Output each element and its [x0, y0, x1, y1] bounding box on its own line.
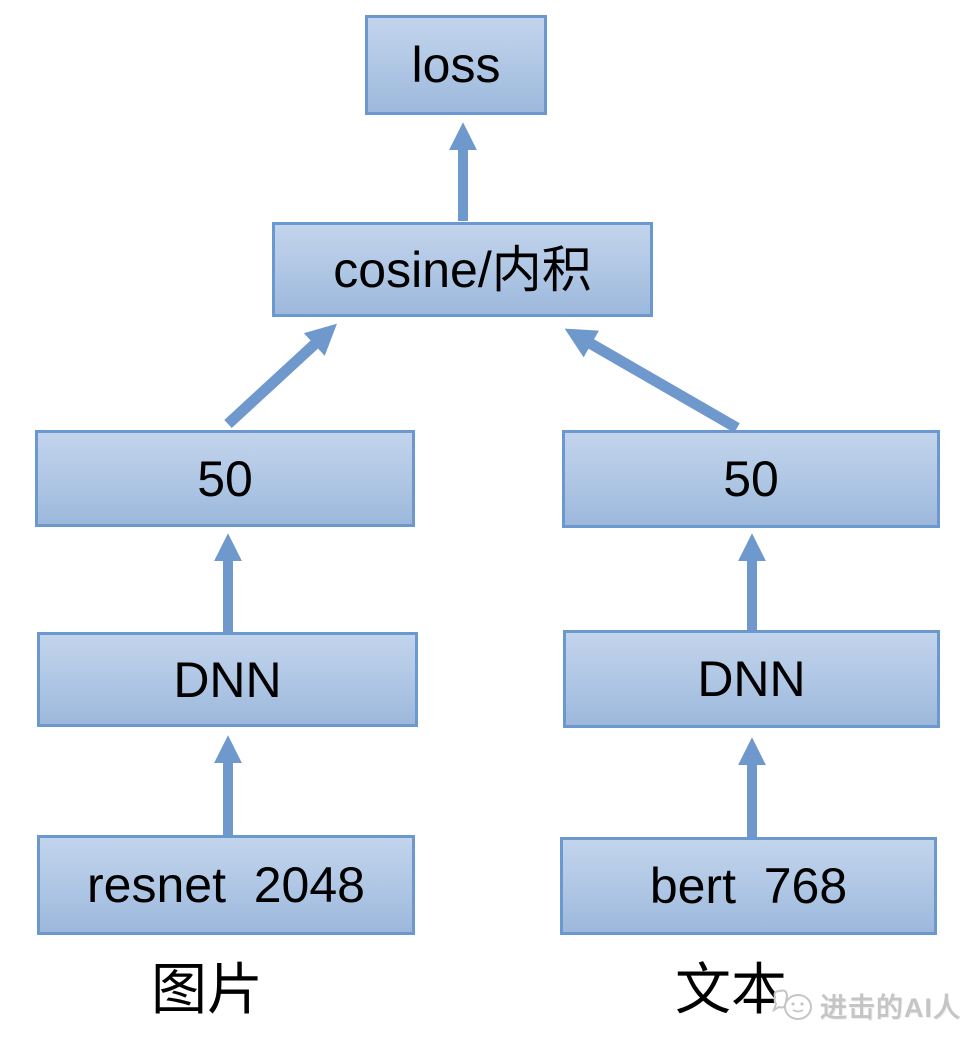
node-text-input: bert 768	[560, 837, 937, 935]
node-cosine-similarity: cosine/内积	[272, 222, 653, 317]
branch-label-text: 文本	[675, 960, 787, 1022]
watermark: 进击的AI人	[772, 986, 961, 1025]
node-text-dnn: DNN	[563, 630, 940, 728]
arrow-text-embedding-to-cosine	[564, 328, 740, 433]
chat-face-logo-icon	[772, 989, 812, 1020]
node-image-embedding: 50	[35, 430, 415, 527]
node-loss: loss	[365, 15, 547, 115]
watermark-text: 进击的AI人	[820, 993, 961, 1023]
node-image-input: resnet 2048	[37, 835, 415, 935]
node-text-embedding: 50	[562, 430, 940, 528]
arrow-image-embedding-to-cosine	[224, 323, 337, 429]
branch-label-image: 图片	[151, 960, 263, 1022]
node-image-dnn: DNN	[37, 632, 418, 727]
